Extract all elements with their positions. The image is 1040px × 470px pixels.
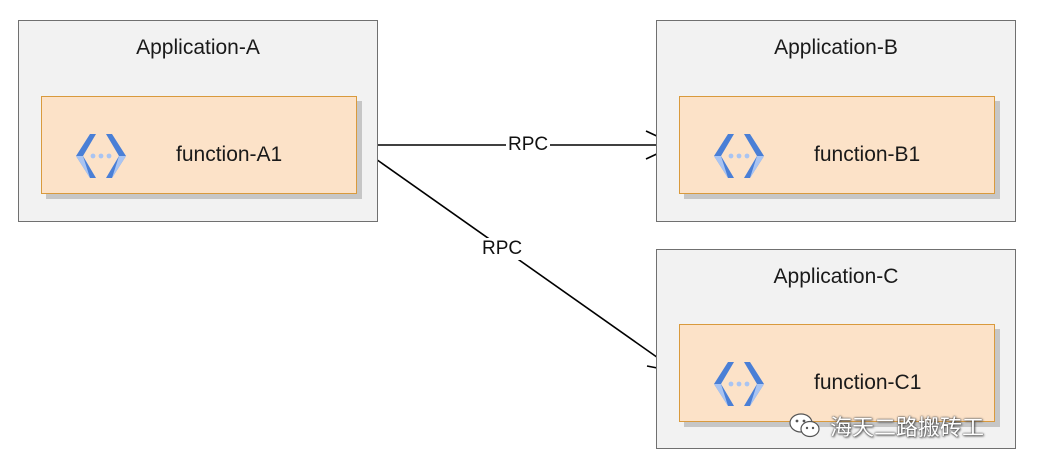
application-b-box: Application-B function-B1 bbox=[656, 20, 1016, 222]
edge-label-a1-c1: RPC bbox=[480, 238, 525, 260]
function-c1-label: function-C1 bbox=[814, 371, 922, 394]
function-b1-label: function-B1 bbox=[814, 143, 921, 166]
wechat-icon bbox=[789, 413, 820, 438]
cloud-functions-icon bbox=[714, 134, 764, 178]
application-b-title: Application-B bbox=[774, 36, 898, 59]
application-c-title: Application-C bbox=[773, 265, 899, 288]
edge-label-a1-b1: RPC bbox=[506, 134, 551, 156]
function-b1-box[interactable]: function-B1 bbox=[679, 96, 995, 194]
application-a-title: Application-A bbox=[136, 36, 260, 59]
watermark: 海天二路搬砖工 bbox=[788, 410, 984, 442]
function-a1-label: function-A1 bbox=[176, 143, 283, 166]
application-a-box: Application-A function-A1 bbox=[18, 20, 378, 222]
cloud-functions-icon bbox=[76, 134, 126, 178]
watermark-text: 海天二路搬砖工 bbox=[830, 416, 985, 441]
application-c-box: Application-C function-C1 bbox=[656, 249, 1016, 449]
function-c1-box[interactable]: function-C1 bbox=[679, 324, 995, 422]
cloud-functions-icon bbox=[714, 362, 764, 406]
function-a1-box[interactable]: function-A1 bbox=[41, 96, 357, 194]
